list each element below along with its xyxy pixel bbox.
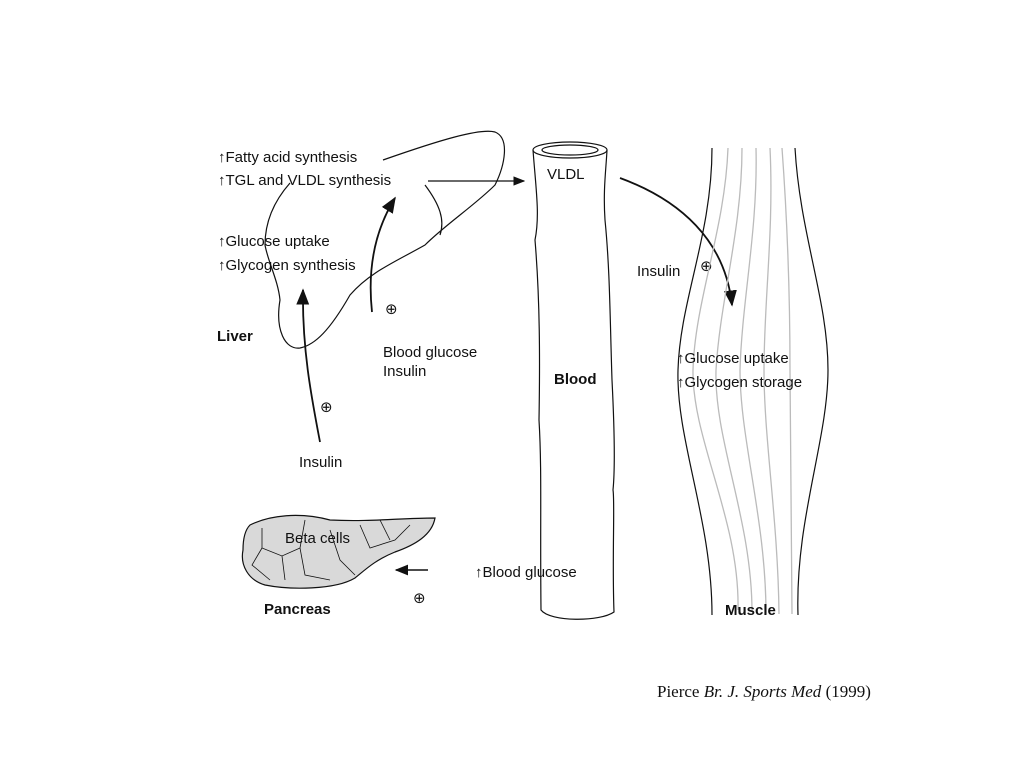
blood-glucose-label: Blood glucose	[383, 344, 477, 361]
citation-journal: Br. J. Sports Med	[703, 682, 822, 701]
muscle-effect-1: ↑Glucose uptake	[677, 350, 789, 367]
arrow-insulin-to-liver	[296, 288, 321, 443]
liver-effects: ↑Fatty acid synthesis ↑TGL and VLDL synt…	[218, 149, 391, 274]
liver-shape	[264, 130, 506, 349]
liver-label: Liver	[217, 328, 253, 345]
citation: Pierce Br. J. Sports Med (1999)	[657, 682, 871, 702]
increased-blood-glucose-label: ↑Blood glucose	[475, 564, 577, 581]
pancreas-label: Pancreas	[264, 601, 331, 618]
plus-icon-insulin-liver: ⊕	[320, 398, 333, 416]
liver-effect-3: ↑Glucose uptake	[218, 233, 330, 250]
liver-effect-4: ↑Glycogen synthesis	[218, 257, 356, 274]
plus-icon-liver-glucose: ⊕	[385, 300, 398, 318]
vldl-label: VLDL	[547, 166, 585, 183]
insulin-label-left: Insulin	[299, 454, 342, 471]
citation-author: Pierce	[657, 682, 700, 701]
blood-vessel	[532, 141, 615, 620]
insulin-label-right: Insulin	[637, 263, 680, 280]
blood-label: Blood	[554, 371, 597, 388]
muscle-outline	[677, 147, 829, 616]
muscle-effect-2: ↑Glycogen storage	[677, 374, 802, 391]
muscle-label: Muscle	[725, 602, 776, 619]
citation-year: (1999)	[825, 682, 871, 701]
plus-icon-insulin-muscle: ⊕	[700, 257, 713, 275]
beta-cells-label: Beta cells	[285, 530, 350, 547]
pancreas-shape	[241, 514, 436, 589]
liver-effect-2: ↑TGL and VLDL synthesis	[218, 172, 391, 189]
insulin-label-liver: Insulin	[383, 363, 426, 380]
plus-icon-pancreas: ⊕	[413, 589, 426, 607]
liver-effect-1: ↑Fatty acid synthesis	[218, 149, 357, 166]
muscle-fibres	[692, 147, 793, 615]
arrow-glucose-to-liver	[369, 196, 396, 313]
